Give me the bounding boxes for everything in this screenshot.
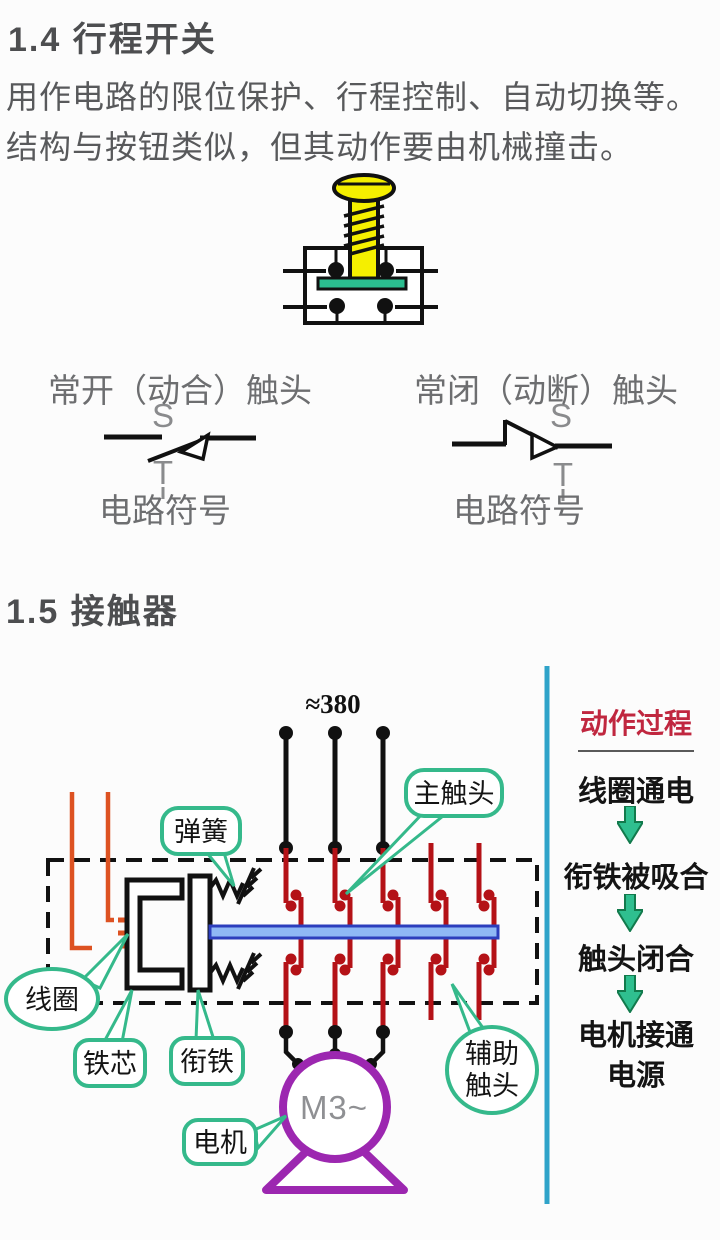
no-symbol-t-label: T — [153, 454, 173, 491]
body-text-line-1: 用作电路的限位保护、行程控制、自动切换等。 — [6, 79, 700, 115]
contact-shaft-bar — [208, 924, 500, 940]
no-contact-symbol: S T — [104, 397, 256, 499]
nc-contact-label: 常闭（动断）触头 — [414, 372, 678, 409]
contactor-housing-outline — [46, 858, 539, 1005]
no-symbol-s-label: S — [152, 397, 174, 434]
process-title-text: 动作过程 — [577, 702, 694, 752]
contactor-figure: ≈380 — [4, 666, 550, 1204]
contact-dots — [328, 262, 394, 314]
nc-contact-caption: 电路符号 — [453, 492, 585, 529]
process-step-4-line-2: 电源 — [606, 1060, 665, 1092]
iron-core — [124, 877, 185, 991]
supply-terminal-dots — [279, 726, 390, 855]
nc-symbol-s-label: S — [550, 397, 572, 434]
flow-arrow-down-icon — [617, 806, 643, 844]
limit-switch-figure — [283, 173, 438, 325]
svg-text:电机: 电机 — [193, 1128, 247, 1158]
contact-bridge — [316, 276, 408, 291]
process-step-2: 衔铁被吸合 — [563, 862, 709, 894]
svg-text:弹簧: 弹簧 — [174, 817, 228, 847]
nc-contact-symbol: S T — [452, 397, 612, 501]
svg-text:衔铁: 衔铁 — [180, 1047, 234, 1077]
svg-text:主触头: 主触头 — [414, 779, 495, 809]
no-symbol-arrowhead — [176, 431, 211, 462]
process-title: 动作过程 — [556, 702, 716, 752]
nc-symbol-arrowhead — [530, 431, 562, 461]
nc-symbol-t-label: T — [553, 456, 573, 493]
no-contact-caption: 电路符号 — [99, 492, 231, 529]
process-step-3: 触头闭合 — [577, 944, 694, 976]
svg-text:铁芯: 铁芯 — [83, 1049, 137, 1079]
supply-voltage-label: ≈380 — [305, 689, 360, 719]
label-bubble-armature: 衔铁 — [169, 989, 245, 1086]
plunger-cap — [332, 173, 396, 203]
label-bubble-motor: 电机 — [182, 1114, 288, 1166]
section-1-4-heading: 1.4 行程开关 — [8, 21, 217, 59]
section-1-5-heading: 1.5 接触器 — [6, 593, 179, 631]
process-step-1: 线圈通电 — [577, 776, 694, 808]
flow-arrow-down-icon — [617, 975, 643, 1013]
label-bubble-main-contact: 主触头 — [344, 768, 504, 896]
spring-top — [208, 867, 263, 905]
no-contact-label: 常开（动合）触头 — [48, 372, 312, 409]
terminal-leads — [283, 269, 438, 309]
flow-arrow-down-icon — [617, 894, 643, 932]
spring-bottom — [208, 952, 263, 990]
motor-circle — [279, 1051, 391, 1163]
plunger-threads — [343, 204, 385, 256]
process-step-4-line-1: 电机接通 — [577, 1020, 694, 1052]
motor-symbol: M3~ — [262, 1051, 408, 1194]
armature — [187, 873, 213, 993]
label-bubble-spring: 弹簧 — [160, 806, 242, 887]
svg-text:触头: 触头 — [465, 1071, 519, 1101]
body-text-line-2: 结构与按钮类似，但其动作要由机械撞击。 — [6, 129, 634, 165]
coil-wires — [69, 792, 114, 951]
label-bubble-aux-contact: 辅助 触头 — [445, 983, 539, 1115]
motor-symbol-text: M3~ — [300, 1089, 368, 1126]
label-bubble-iron-core: 铁芯 — [73, 989, 147, 1088]
svg-text:辅助: 辅助 — [465, 1039, 519, 1069]
svg-text:线圈: 线圈 — [25, 985, 79, 1015]
supply-lines — [283, 733, 386, 848]
label-bubble-coil: 线圈 — [4, 932, 130, 1031]
